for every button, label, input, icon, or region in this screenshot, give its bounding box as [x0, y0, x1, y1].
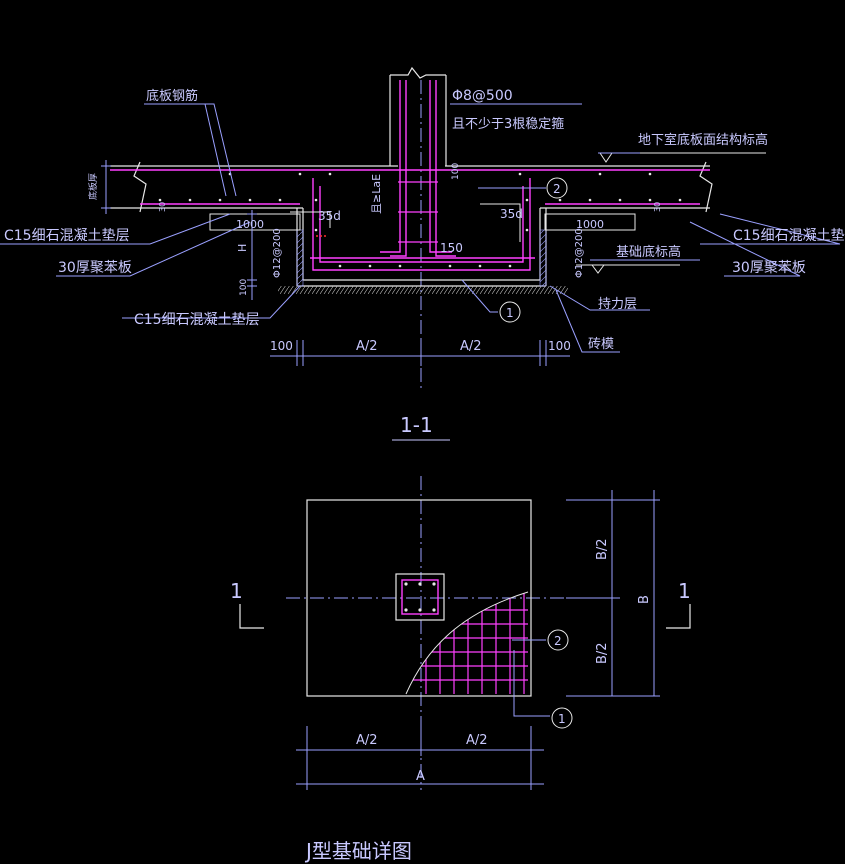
label-wall-rebar-right: Φ12@200: [574, 228, 585, 278]
marker-circle-1-plan: [551, 707, 573, 729]
cut-right-label: 1: [678, 579, 691, 603]
marker-2-plan-label: 2: [554, 634, 562, 648]
cut-marker-left: [239, 604, 264, 629]
plan-column-outer: [395, 573, 445, 621]
dim-a2-left: A/2: [356, 339, 378, 354]
label-c15-bottom: C15细石混凝土垫层: [134, 312, 260, 328]
column-rebar: [380, 80, 456, 257]
plan-dim-a: A: [416, 769, 425, 784]
marker-1-plan-label: 1: [558, 712, 566, 726]
label-eps-right: 30厚聚苯板: [732, 259, 806, 276]
label-30-right: 30: [653, 202, 662, 212]
marker-circle-2-plan: [547, 629, 569, 651]
label-c15-left: C15细石混凝土垫层: [4, 228, 130, 244]
dim-100-left: 100: [270, 339, 293, 353]
label-slab-thickness: 底板厚: [87, 173, 99, 200]
label-100-left: 100: [239, 279, 249, 296]
label-tie-note: 且不少于3根稳定箍: [452, 116, 564, 132]
slab-rebar: [110, 169, 710, 205]
marker-circle-2-section: [546, 177, 568, 199]
label-found-elev: 基础底标高: [616, 244, 681, 260]
label-35d-right: 35d: [500, 207, 523, 221]
elevation-marker-bottom: [576, 264, 680, 274]
label-100-top: 100: [451, 163, 461, 180]
elevation-marker-top: [598, 152, 766, 163]
label-tie: Φ8@500: [452, 88, 513, 104]
plan-right-dims: [566, 490, 660, 697]
bearing-layer-hatch: [278, 286, 568, 294]
plan-rebar-mesh: [406, 592, 528, 694]
label-1000-left: 1000: [236, 218, 264, 231]
cut-left-label: 1: [230, 579, 243, 603]
dim-b2-top: B/2: [595, 538, 610, 560]
plan-column-dots: [404, 582, 436, 612]
column-ties: [398, 181, 438, 243]
dim-a2-right: A/2: [460, 339, 482, 354]
section-title: 1-1: [400, 413, 433, 437]
base-slab: [110, 161, 713, 213]
label-eps-left: 30厚聚苯板: [58, 259, 132, 276]
plan-cutaway-edge: [405, 591, 529, 695]
brick-form-right: [539, 229, 547, 287]
section-bottom-dims: [270, 340, 570, 366]
label-basement-elev: 地下室底板面结构标高: [638, 132, 768, 148]
column: [389, 66, 447, 166]
eps-board-right: [544, 213, 636, 231]
label-1000-right: 1000: [576, 218, 604, 231]
section-1-1: 底板钢筋 底板厚 Φ8@500 且不少于3根稳定箍 地下室底板面结构标高 且≥L…: [0, 66, 845, 441]
plan-bottom-dims: [296, 726, 544, 790]
pit-rebar: [310, 178, 535, 271]
label-150: 150: [440, 241, 463, 255]
pit-rebar-dots: [314, 198, 529, 268]
plan-view: B/2 B B/2 A/2 A/2 A 1 1 2 1 J型基础详图: [230, 476, 691, 863]
label-30-left: 30: [158, 202, 167, 212]
plan-dim-a2-right: A/2: [466, 733, 488, 748]
label-slab-rebar: 底板钢筋: [146, 88, 198, 104]
label-bearing: 持力层: [598, 297, 637, 312]
label-brick: 砖模: [588, 337, 614, 352]
plan-dim-a2-left: A/2: [356, 733, 378, 748]
marker-circle-1-section: [499, 301, 521, 323]
label-c15-right: C15细石混凝土垫层: [733, 228, 845, 244]
leaders: [0, 103, 841, 353]
marker-1-section-label: 1: [506, 306, 514, 320]
label-35d-left: 35d: [318, 209, 341, 223]
plan-leaders: [512, 639, 550, 717]
plan-column-rebar: [401, 579, 439, 615]
slab-rebar-dots: [158, 172, 682, 202]
label-wall-rebar-left: Φ12@200: [272, 228, 283, 278]
marker-2-section-label: 2: [553, 182, 561, 196]
label-h: H: [236, 244, 249, 252]
footing-outline: [306, 499, 532, 697]
brick-form-left: [296, 229, 304, 287]
anchor-lines: [290, 203, 521, 242]
left-vertical-dims: [247, 210, 257, 300]
label-lae: 且≥LaE: [370, 174, 383, 214]
plan-title: J型基础详图: [304, 839, 412, 863]
cut-marker-right: [666, 604, 691, 629]
dim-b2-bottom: B/2: [595, 642, 610, 664]
dim-b: B: [637, 595, 652, 604]
dim-100-right: 100: [548, 339, 571, 353]
slab-thickness-dim: [101, 160, 111, 214]
